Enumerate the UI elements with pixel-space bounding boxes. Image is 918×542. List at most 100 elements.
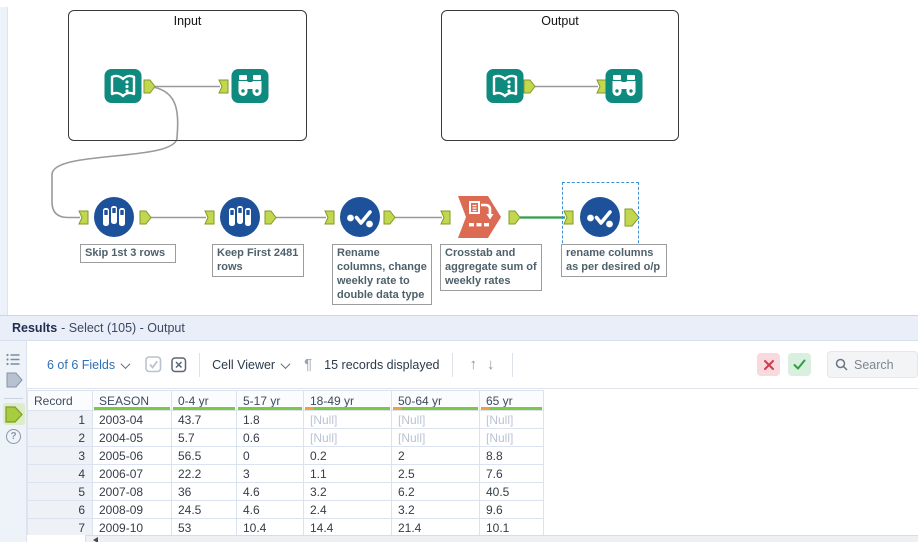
- cell[interactable]: 2: [391, 446, 480, 465]
- search-box[interactable]: [827, 351, 918, 378]
- scroll-left-arrow-icon[interactable]: [93, 537, 98, 542]
- row-number[interactable]: 7: [27, 518, 93, 535]
- table-row[interactable]: 6 2008-09 24.5 4.6 2.4 3.2 9.6: [27, 500, 544, 519]
- cell[interactable]: 4.6: [236, 482, 304, 501]
- table-row-partial[interactable]: 7 2009-10 53 10.4 14.4 21.4 10.1: [27, 518, 544, 535]
- cell[interactable]: 2007-08: [92, 482, 172, 501]
- row-number[interactable]: 1: [27, 410, 93, 429]
- cell[interactable]: [Null]: [391, 428, 480, 447]
- cell[interactable]: 8.8: [479, 446, 544, 465]
- sort-up-icon[interactable]: ↑: [469, 356, 478, 373]
- cell[interactable]: 6.2: [391, 482, 480, 501]
- cell[interactable]: 2003-04: [92, 410, 172, 429]
- cell[interactable]: 5.7: [171, 428, 237, 447]
- tool-annotation[interactable]: Crosstab and aggregate sum of weekly rat…: [440, 244, 542, 292]
- sample-tool-2[interactable]: [219, 196, 261, 243]
- tool-container-input[interactable]: Input: [68, 10, 307, 141]
- col-header-season[interactable]: SEASON: [92, 390, 172, 411]
- cell[interactable]: 2.5: [391, 464, 480, 483]
- apply-filter-button[interactable]: [788, 353, 811, 376]
- whitespace-toggle-icon[interactable]: ¶: [304, 356, 313, 373]
- row-number[interactable]: 3: [27, 446, 93, 465]
- cell[interactable]: 10.1: [479, 518, 544, 535]
- col-header-65yr[interactable]: 65 yr: [479, 390, 544, 411]
- cell[interactable]: 2008-09: [92, 500, 172, 519]
- table-row[interactable]: 4 2006-07 22.2 3 1.1 2.5 7.6: [27, 464, 544, 483]
- cell[interactable]: [Null]: [303, 410, 392, 429]
- table-row[interactable]: 1 2003-04 43.7 1.8 [Null] [Null] [Null]: [27, 410, 544, 429]
- sort-down-icon[interactable]: ↓: [487, 356, 495, 373]
- toolbar-separator: [511, 352, 513, 377]
- cell[interactable]: 3.2: [303, 482, 392, 501]
- browse-tool[interactable]: [231, 67, 269, 110]
- input-data-tool[interactable]: [486, 67, 524, 110]
- cell[interactable]: 21.4: [391, 518, 480, 535]
- cell[interactable]: 43.7: [171, 410, 237, 429]
- cell[interactable]: 22.2: [171, 464, 237, 483]
- cell[interactable]: 2004-05: [92, 428, 172, 447]
- cell[interactable]: 2005-06: [92, 446, 172, 465]
- workflow-canvas[interactable]: Input Output: [0, 0, 918, 315]
- cell[interactable]: [Null]: [303, 428, 392, 447]
- cell[interactable]: 4.6: [236, 500, 304, 519]
- cell[interactable]: 40.5: [479, 482, 544, 501]
- sample-tool-1[interactable]: [93, 196, 135, 243]
- col-header-18-49yr[interactable]: 18-49 yr: [303, 390, 392, 411]
- cell[interactable]: 0: [236, 446, 304, 465]
- tool-annotation[interactable]: Skip 1st 3 rows: [80, 244, 176, 264]
- cell[interactable]: 0.2: [303, 446, 392, 465]
- table-row[interactable]: 2 2004-05 5.7 0.6 [Null] [Null] [Null]: [27, 428, 544, 447]
- row-number[interactable]: 6: [27, 500, 93, 519]
- col-header-50-64yr[interactable]: 50-64 yr: [391, 390, 480, 411]
- table-row[interactable]: 3 2005-06 56.5 0 0.2 2 8.8: [27, 446, 544, 465]
- cell[interactable]: 36: [171, 482, 237, 501]
- help-icon[interactable]: ?: [6, 429, 21, 444]
- cell[interactable]: [Null]: [479, 428, 544, 447]
- cell[interactable]: 56.5: [171, 446, 237, 465]
- cell[interactable]: 0.6: [236, 428, 304, 447]
- cell[interactable]: 2.4: [303, 500, 392, 519]
- check-icon: [793, 359, 806, 370]
- cell[interactable]: 10.4: [236, 518, 304, 535]
- cell[interactable]: 24.5: [171, 500, 237, 519]
- crosstab-tool[interactable]: [454, 192, 504, 247]
- select-all-fields-icon[interactable]: [145, 356, 162, 373]
- input-connection-icon[interactable]: [6, 372, 24, 388]
- table-row[interactable]: 5 2007-08 36 4.6 3.2 6.2 40.5: [27, 482, 544, 501]
- cell[interactable]: [Null]: [479, 410, 544, 429]
- tool-annotation[interactable]: Keep First 2481 rows: [212, 244, 304, 278]
- select-tool-2-selected[interactable]: [579, 196, 621, 243]
- cell[interactable]: 1.1: [303, 464, 392, 483]
- cell[interactable]: 2009-10: [92, 518, 172, 535]
- browse-tool[interactable]: [605, 67, 643, 110]
- cell[interactable]: 3: [236, 464, 304, 483]
- cell[interactable]: 1.8: [236, 410, 304, 429]
- col-header-0-4yr[interactable]: 0-4 yr: [171, 390, 237, 411]
- metadata-list-icon[interactable]: [6, 353, 21, 366]
- deselect-fields-icon[interactable]: [171, 356, 187, 373]
- select-tool-1[interactable]: [339, 196, 381, 243]
- col-header-5-17yr[interactable]: 5-17 yr: [236, 390, 304, 411]
- cell[interactable]: 7.6: [479, 464, 544, 483]
- row-number[interactable]: 5: [27, 482, 93, 501]
- cell-viewer-dropdown[interactable]: Cell Viewer: [212, 358, 291, 372]
- output-connection-selected[interactable]: [3, 403, 25, 425]
- tool-container-output[interactable]: Output: [441, 10, 679, 141]
- container-label: Input: [173, 14, 202, 28]
- input-data-tool[interactable]: [104, 67, 142, 110]
- cell[interactable]: 14.4: [303, 518, 392, 535]
- cell[interactable]: 2006-07: [92, 464, 172, 483]
- cell[interactable]: 9.6: [479, 500, 544, 519]
- row-number[interactable]: 2: [27, 428, 93, 447]
- row-number[interactable]: 4: [27, 464, 93, 483]
- fields-dropdown[interactable]: 6 of 6 Fields: [47, 358, 131, 372]
- horizontal-scrollbar[interactable]: [85, 535, 918, 542]
- search-input[interactable]: [854, 357, 912, 372]
- col-header-record[interactable]: Record: [27, 390, 93, 411]
- tool-annotation[interactable]: Rename columns, change weekly rate to do…: [332, 244, 432, 306]
- cell[interactable]: [Null]: [391, 410, 480, 429]
- clear-filter-button[interactable]: [757, 353, 780, 376]
- tool-annotation[interactable]: rename columns as per desired o/p: [561, 244, 667, 278]
- cell[interactable]: 3.2: [391, 500, 480, 519]
- cell[interactable]: 53: [171, 518, 237, 535]
